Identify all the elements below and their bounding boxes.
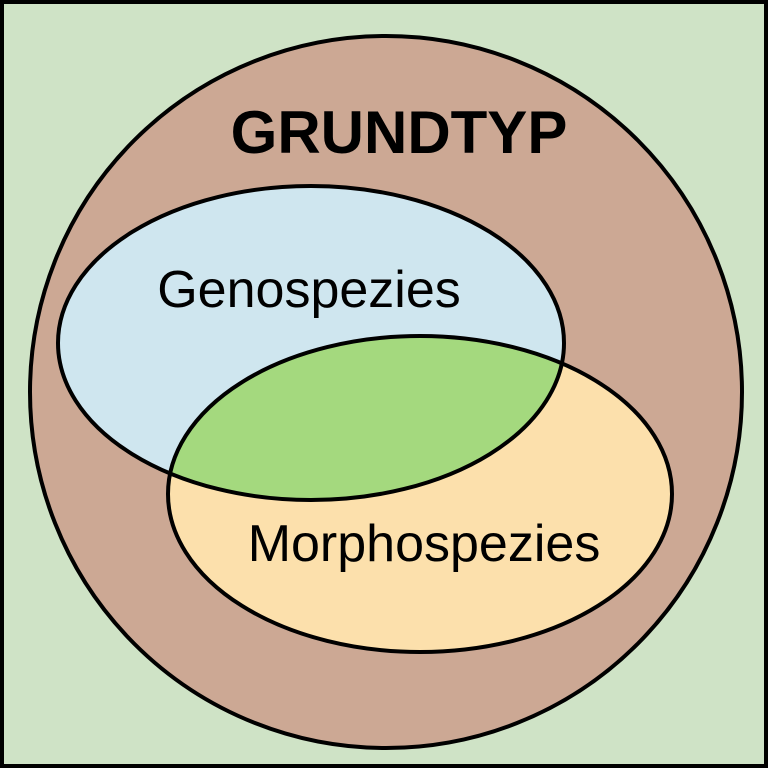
- grundtyp-title: GRUNDTYP: [231, 99, 568, 166]
- morphospezies-outline: [166, 334, 674, 654]
- genospezies-outline: [56, 184, 566, 502]
- morphospezies-label: Morphospezies: [248, 515, 601, 573]
- genospezies-label: Genospezies: [157, 261, 461, 319]
